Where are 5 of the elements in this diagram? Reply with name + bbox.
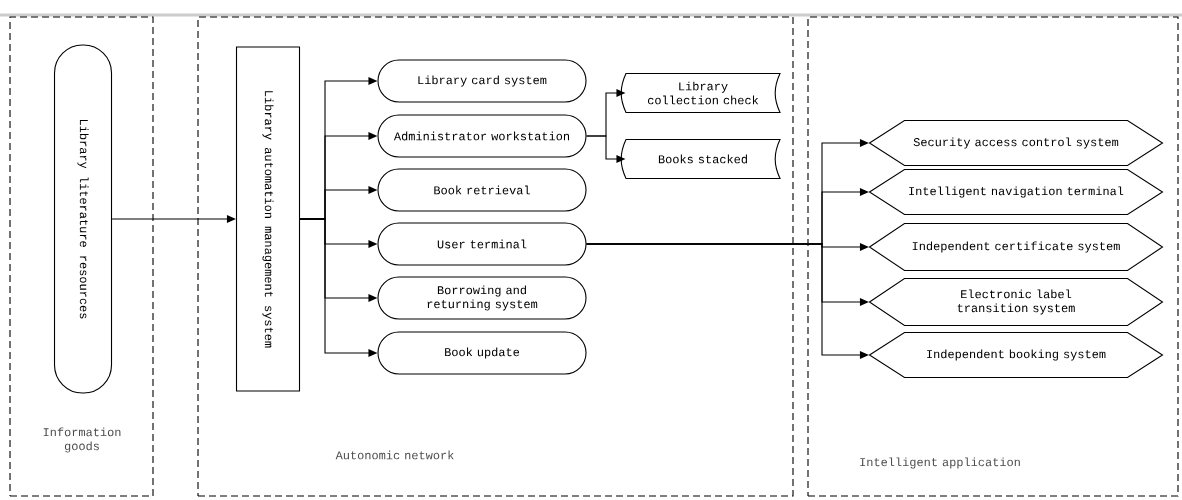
arrow [586,135,626,163]
arrow [111,215,236,223]
process-box: Library automation management system [235,46,301,392]
arrow [586,243,869,359]
arrow [299,218,378,357]
